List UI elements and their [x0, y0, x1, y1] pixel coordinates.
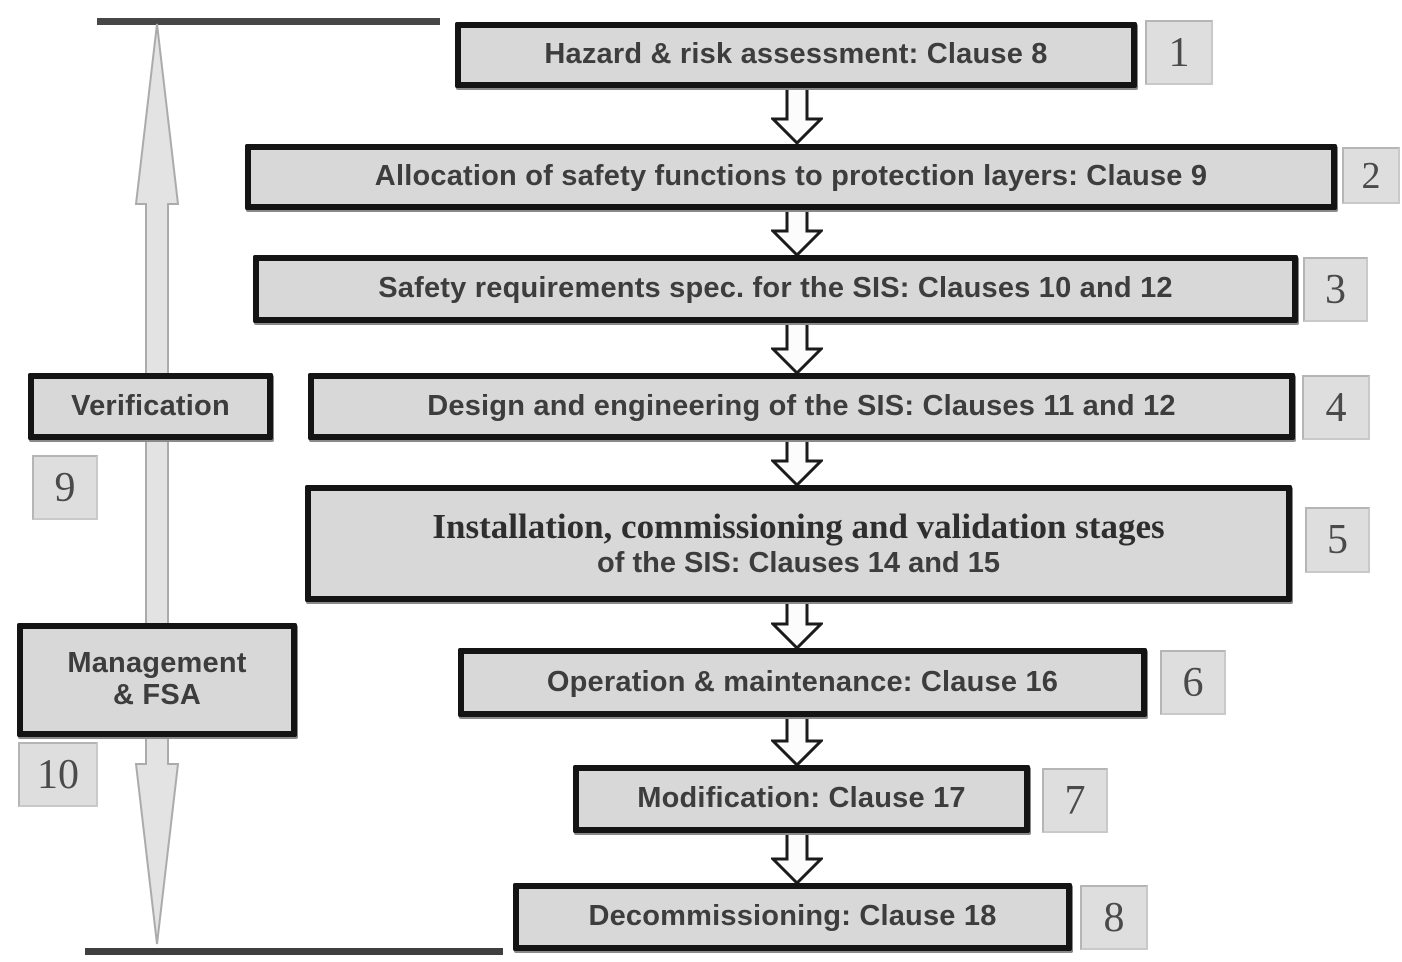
- step-label: Design and engineering of the SIS: Claus…: [427, 389, 1176, 422]
- step-box-modification: Modification: Clause 17: [573, 765, 1030, 833]
- step-label-line1: Installation, commissioning and validati…: [432, 506, 1165, 546]
- flow-arrow-down-icon: [771, 88, 823, 145]
- step-label: Allocation of safety functions to protec…: [374, 160, 1208, 193]
- step-label: Modification: Clause 17: [637, 782, 966, 815]
- step-number-badge: 8: [1080, 885, 1148, 950]
- step-label: Hazard & risk assessment: Clause 8: [544, 38, 1048, 71]
- step-number-badge: 6: [1160, 650, 1226, 715]
- step-number-badge: 7: [1042, 768, 1108, 833]
- flow-arrow-down-icon: [771, 832, 823, 885]
- flow-arrow-down-icon: [771, 209, 823, 257]
- step-number-badge: 2: [1342, 147, 1400, 204]
- step-number-badge: 3: [1303, 257, 1368, 322]
- step-box-design-engineering: Design and engineering of the SIS: Claus…: [308, 373, 1295, 440]
- flow-arrow-down-icon: [771, 601, 823, 650]
- flow-arrow-down-icon: [771, 439, 823, 487]
- side-label: Verification: [71, 389, 230, 422]
- step-number-badge: 4: [1302, 375, 1370, 440]
- step-number-badge: 5: [1305, 507, 1370, 573]
- step-number-badge: 1: [1145, 20, 1213, 85]
- side-label-line2: & FSA: [113, 679, 201, 711]
- side-number-badge: 9: [32, 455, 98, 520]
- side-box-verification: Verification: [28, 373, 273, 440]
- step-label-line2: of the SIS: Clauses 14 and 15: [597, 546, 1000, 579]
- top-boundary-line: [97, 18, 440, 25]
- step-box-operation-maintenance: Operation & maintenance: Clause 16: [458, 648, 1147, 717]
- flow-arrow-down-icon: [771, 322, 823, 375]
- side-number-badge: 10: [18, 742, 98, 807]
- step-box-installation-commissioning-validation: Installation, commissioning and validati…: [305, 485, 1292, 602]
- step-box-allocation-safety-functions: Allocation of safety functions to protec…: [245, 144, 1337, 210]
- lifecycle-span-double-arrow-icon: [134, 23, 180, 945]
- step-label: Operation & maintenance: Clause 16: [546, 665, 1059, 698]
- step-label: Decommissioning: Clause 18: [588, 900, 997, 933]
- flow-arrow-down-icon: [771, 716, 823, 767]
- side-label-line1: Management: [67, 647, 247, 680]
- step-box-decommissioning: Decommissioning: Clause 18: [513, 883, 1072, 951]
- bottom-boundary-line: [85, 948, 503, 955]
- step-box-hazard-risk-assessment: Hazard & risk assessment: Clause 8: [455, 22, 1137, 88]
- side-box-management-fsa: Management & FSA: [17, 623, 297, 737]
- step-box-safety-requirements-spec: Safety requirements spec. for the SIS: C…: [253, 255, 1298, 323]
- step-label: Safety requirements spec. for the SIS: C…: [378, 272, 1173, 305]
